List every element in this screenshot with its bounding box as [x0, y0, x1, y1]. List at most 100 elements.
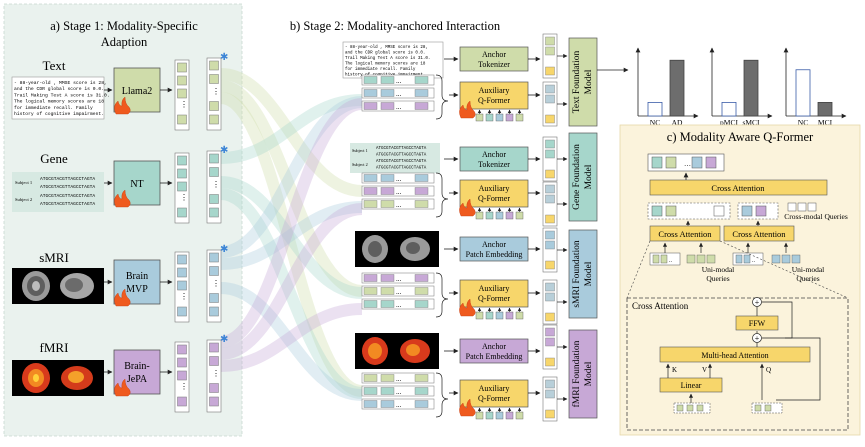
foundation-model-label: fMRI Foundation — [571, 340, 582, 407]
qformer-panel-title: c) Modality Aware Q-Former — [667, 130, 814, 144]
projected-token — [209, 153, 219, 164]
aux-query — [485, 113, 494, 122]
projected-ellipsis: ⋮ — [212, 180, 220, 189]
flame-icon — [459, 298, 476, 317]
anchor-label-line2: Patch Embedding — [466, 250, 523, 259]
projected-token — [209, 167, 219, 177]
token-cell — [414, 102, 429, 110]
projected-token — [209, 342, 219, 353]
token-cell — [414, 187, 429, 195]
projected-token — [209, 194, 219, 204]
token-cell — [414, 400, 429, 408]
token-cell — [363, 274, 378, 282]
linear-block — [659, 377, 723, 393]
token-cell — [414, 76, 429, 84]
stage1-title-line2: Adaption — [101, 35, 148, 49]
token-strip — [361, 100, 435, 112]
text-snippet-line: for immediate recall. Family — [14, 105, 93, 111]
aux-query — [495, 411, 504, 420]
aux-qformer-label-line2: Q-Former — [478, 294, 510, 303]
output-token — [545, 379, 555, 389]
value-label: V — [702, 366, 707, 374]
uni-modal-label-right-line2: Queries — [796, 274, 819, 283]
flame-icon — [114, 288, 131, 307]
mha-label: Multi-head Attention — [701, 351, 768, 360]
aux-qformer-label: Auxiliary — [479, 284, 510, 293]
anchor-text-line: The logical memory scores are 18 — [345, 62, 426, 67]
chart-category-label: MCI — [818, 118, 833, 127]
token-ellipsis: ... — [396, 388, 402, 396]
flow-band — [220, 188, 363, 399]
projected-token — [209, 74, 219, 84]
output-token — [545, 230, 555, 240]
aux-query — [495, 211, 504, 220]
token-strip — [361, 87, 435, 99]
stage1-model-label-line2: JePA — [127, 374, 148, 385]
mha-block — [659, 346, 811, 363]
chart-category-label: sMCI — [742, 118, 760, 127]
token-cell — [380, 387, 395, 395]
aux-query — [515, 211, 524, 220]
stage1-model-label-line2: MVP — [126, 284, 148, 295]
aux-query — [515, 113, 524, 122]
flow-band — [220, 94, 363, 164]
projected-token — [209, 383, 219, 393]
token-cell — [363, 89, 378, 97]
token-ellipsis: ... — [396, 288, 402, 296]
anchor-gene-sequence: ATGCGTACGTTAGCCTAGTA — [376, 147, 427, 151]
embedding-token — [177, 357, 187, 368]
anchor-gene-input — [350, 143, 440, 173]
foundation-model-box — [568, 132, 598, 222]
linear-label: Linear — [681, 381, 702, 390]
projected-token — [209, 266, 219, 276]
cross-modal-queries-icons — [787, 202, 817, 212]
stage1-model-label: NT — [130, 179, 143, 190]
token-strip — [361, 285, 435, 297]
embedding-token — [177, 114, 187, 125]
brain-axial-core — [368, 343, 382, 359]
foundation-model-label: Text Foundation — [572, 51, 582, 114]
stage1-model-label: Brain — [126, 271, 148, 282]
fmri-image — [12, 360, 104, 396]
token-cell — [380, 287, 395, 295]
gene-seq-1a: ATGCGTACGTTAGCCTAGTA — [40, 176, 95, 182]
stage2-content: - 88-year-old , MMSE score is 28,and the… — [342, 33, 629, 422]
chart-bar — [669, 59, 685, 117]
token-ellipsis: ... — [396, 77, 402, 85]
cross-attention-right — [723, 225, 795, 242]
embedding-token — [177, 62, 187, 73]
aux-qformer-label: Auxiliary — [479, 184, 510, 193]
flow-band — [220, 201, 363, 270]
token-strip — [361, 398, 435, 410]
flame-icon — [114, 189, 131, 208]
projected-token — [209, 396, 219, 407]
flow-band — [220, 203, 363, 360]
cross-attention-left-label: Cross Attention — [658, 229, 712, 239]
text-snippet-line: Trail Making Test A score is 31.0. — [14, 92, 110, 98]
projected-token — [209, 356, 219, 366]
anchor-label-line2: Patch Embedding — [466, 352, 523, 361]
anchor-box — [459, 338, 529, 364]
uni-modal-label-right: Uni-modal — [792, 265, 825, 274]
stage1-title: a) Stage 1: Modality-Specific — [50, 19, 198, 33]
chart-category-label: pMCI — [720, 118, 738, 127]
output-token — [545, 292, 555, 302]
output-token — [545, 240, 555, 250]
snowflake-icon: ✱ — [220, 244, 228, 255]
modality-label-gene: Gene — [40, 151, 68, 166]
output-token — [545, 66, 555, 76]
fused-queries — [647, 202, 779, 220]
token-strip — [361, 198, 435, 210]
token-strip — [361, 385, 435, 397]
anchor-text-line: Trail Making Test A score is 31.0. — [345, 56, 430, 61]
aux-qformer-label-line2: Q-Former — [478, 394, 510, 403]
token-cell — [363, 300, 378, 308]
token-cell — [363, 374, 378, 382]
projected-token — [209, 207, 219, 218]
output-token — [545, 337, 555, 347]
residual-add-mid — [752, 333, 762, 343]
stage1-model-box — [113, 259, 161, 305]
aux-qformer-label: Auxiliary — [479, 384, 510, 393]
embedding-token — [177, 155, 187, 166]
